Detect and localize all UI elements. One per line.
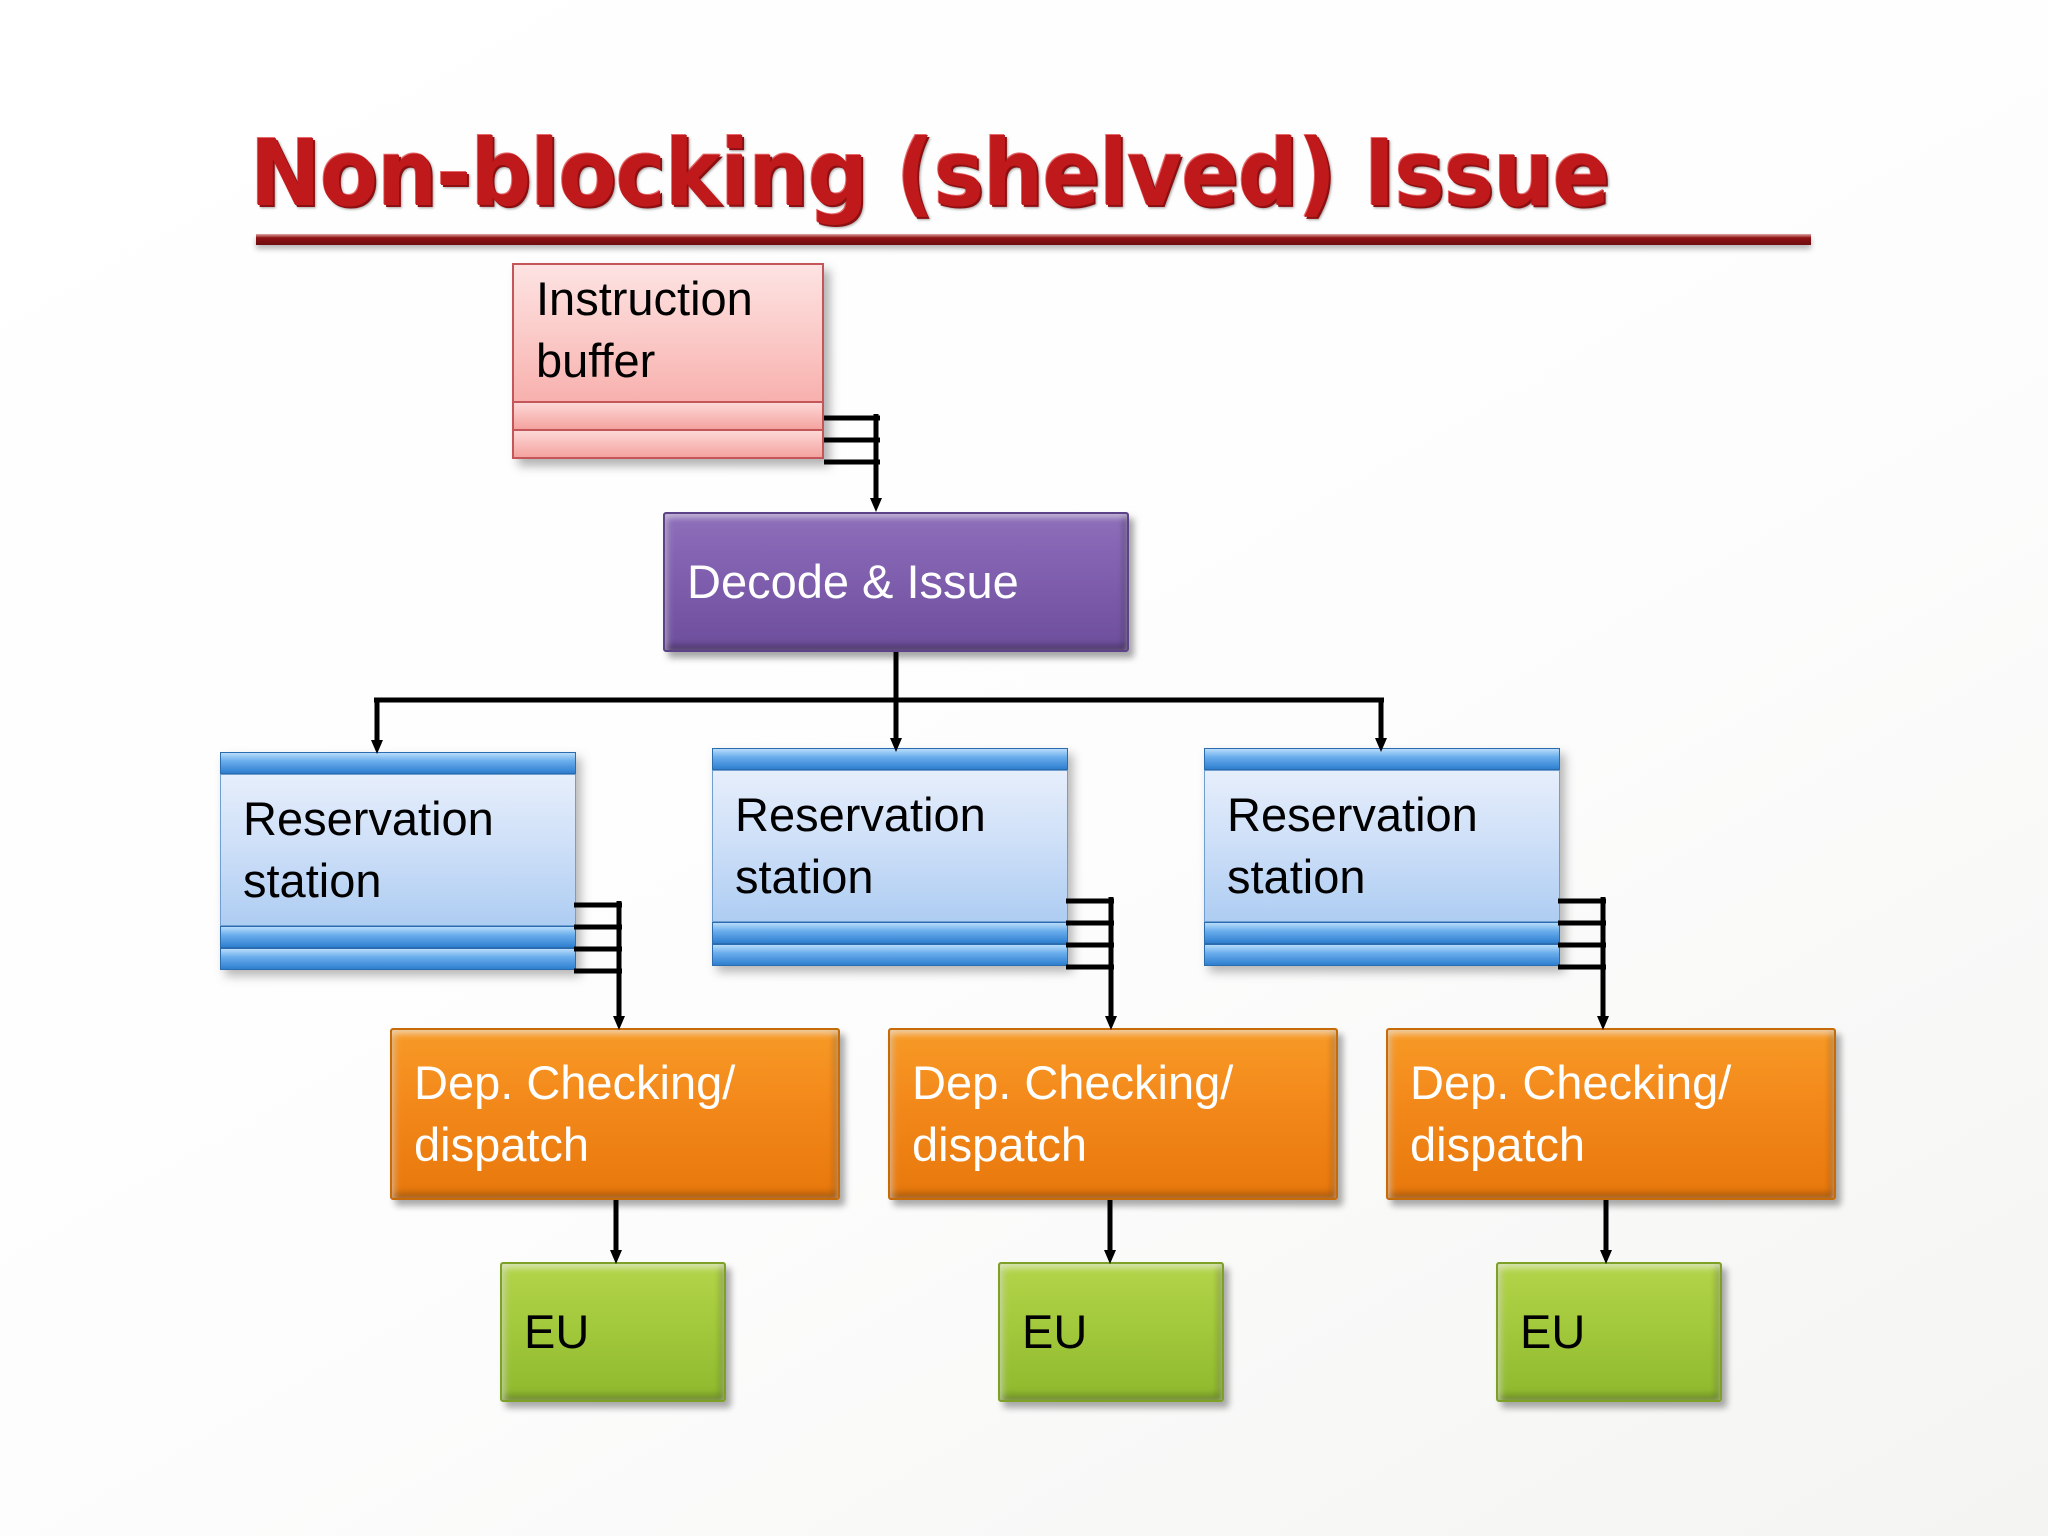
node-dep-checking-dispatch-2[interactable]: Dep. Checking/ dispatch (888, 1028, 1338, 1200)
instruction-buffer-sheet-2 (512, 431, 824, 459)
instruction-buffer-body: Instruction buffer (512, 263, 824, 403)
node-label-dep-checking-dispatch-1: Dep. Checking/ dispatch (414, 1056, 736, 1171)
reservation-station-1-top-bar (220, 752, 576, 774)
node-label-reservation-station-3: Reservation station (1227, 788, 1478, 903)
node-label-decode-issue: Decode & Issue (687, 555, 1019, 608)
node-dep-checking-dispatch-3[interactable]: Dep. Checking/ dispatch (1386, 1028, 1836, 1200)
node-reservation-station-2[interactable]: Reservation station (712, 748, 1068, 966)
node-execution-unit-3[interactable]: EU (1496, 1262, 1722, 1402)
reservation-station-3-bottom-bar-2 (1204, 944, 1560, 966)
edge-reservation-station-2-to-dep-checking-dispatch-2 (1066, 897, 1117, 1030)
reservation-station-1-body: Reservation station (220, 774, 576, 926)
reservation-station-3-bottom-bar-1 (1204, 922, 1560, 944)
node-decode-issue[interactable]: Decode & Issue (663, 512, 1129, 652)
reservation-station-3-top-bar (1204, 748, 1560, 770)
title-underline-rule (256, 234, 1811, 245)
node-label-execution-unit-2: EU (1022, 1305, 1088, 1358)
node-label-dep-checking-dispatch-3: Dep. Checking/ dispatch (1410, 1056, 1732, 1171)
node-execution-unit-2[interactable]: EU (998, 1262, 1224, 1402)
instruction-buffer-sheet-1 (512, 403, 824, 431)
edge-reservation-station-1-to-dep-checking-dispatch-1 (574, 901, 625, 1030)
node-label-reservation-station-2: Reservation station (735, 788, 986, 903)
node-label-reservation-station-1: Reservation station (243, 792, 494, 907)
node-dep-checking-dispatch-1[interactable]: Dep. Checking/ dispatch (390, 1028, 840, 1200)
node-label-execution-unit-3: EU (1520, 1305, 1586, 1358)
edge-decode-issue-to-reservation-stations (371, 652, 1387, 754)
node-reservation-station-3[interactable]: Reservation station (1204, 748, 1560, 966)
reservation-station-2-body: Reservation station (712, 770, 1068, 922)
reservation-station-2-top-bar (712, 748, 1068, 770)
reservation-station-1-bottom-bar-2 (220, 948, 576, 970)
slide-title-block: Non-blocking (shelved) Issue (250, 122, 1840, 252)
page-title: Non-blocking (shelved) Issue (250, 120, 1610, 227)
reservation-station-2-bottom-bar-1 (712, 922, 1068, 944)
node-label-dep-checking-dispatch-2: Dep. Checking/ dispatch (912, 1056, 1234, 1171)
node-label-instruction-buffer: Instruction buffer (536, 272, 753, 388)
reservation-station-1-bottom-bar-1 (220, 926, 576, 948)
node-instruction-buffer[interactable]: Instruction buffer (512, 263, 824, 461)
edge-reservation-station-3-to-dep-checking-dispatch-3 (1558, 897, 1609, 1030)
reservation-station-2-bottom-bar-2 (712, 944, 1068, 966)
node-reservation-station-1[interactable]: Reservation station (220, 752, 576, 970)
node-execution-unit-1[interactable]: EU (500, 1262, 726, 1402)
edge-instruction-buffer-to-decode-issue (824, 414, 882, 512)
node-label-execution-unit-1: EU (524, 1305, 590, 1358)
reservation-station-3-body: Reservation station (1204, 770, 1560, 922)
